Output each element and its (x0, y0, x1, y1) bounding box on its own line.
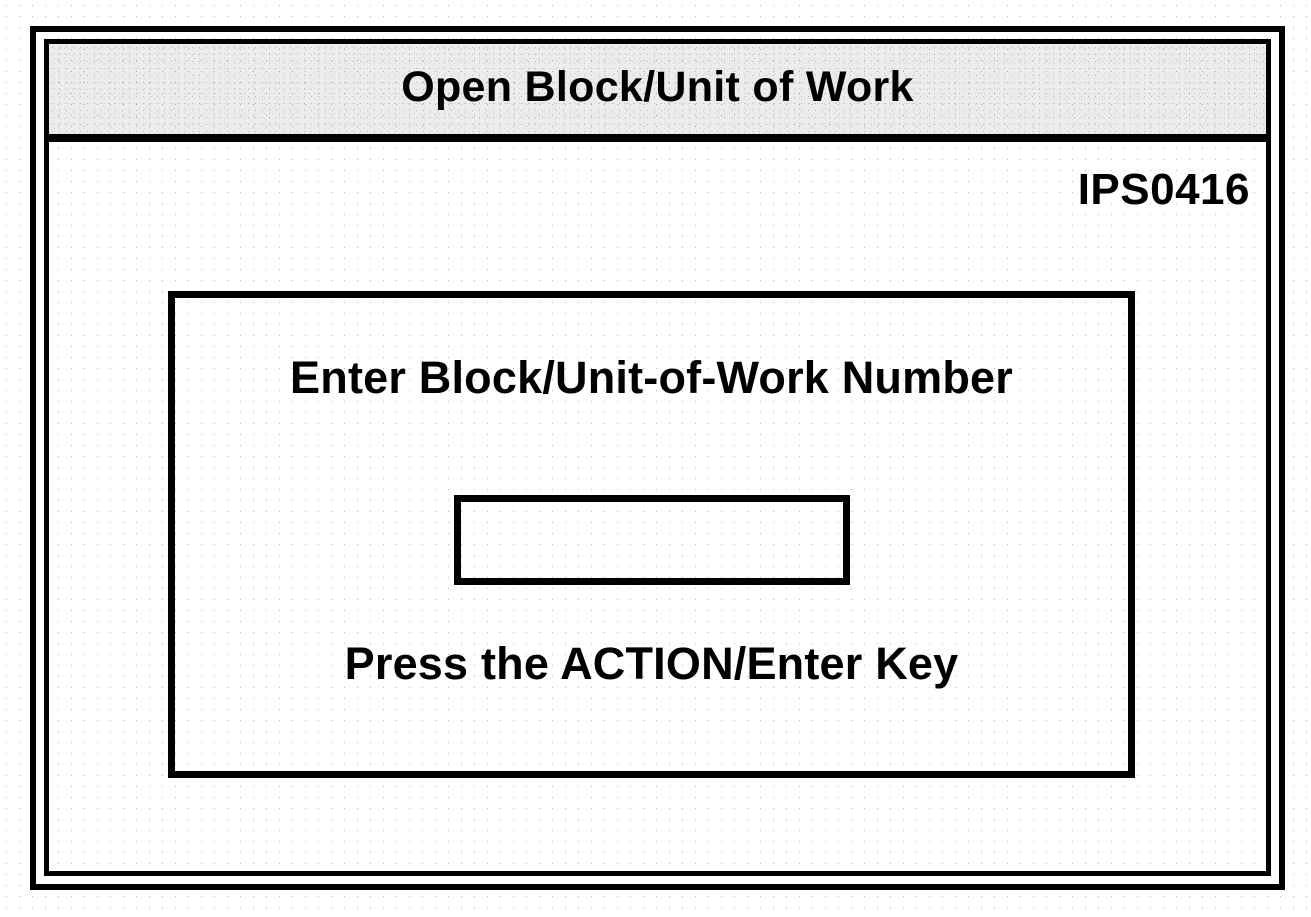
outer-frame-border: Open Block/Unit of Work IPS0416 Enter Bl… (30, 26, 1285, 890)
window-title: Open Block/Unit of Work (401, 62, 914, 111)
screen-id-label: IPS0416 (1077, 165, 1250, 214)
entry-prompt-label: Enter Block/Unit-of-Work Number (290, 352, 1013, 403)
inner-frame-border: Open Block/Unit of Work IPS0416 Enter Bl… (44, 39, 1271, 876)
window-title-bar: Open Block/Unit of Work (49, 44, 1266, 142)
block-unit-of-work-input[interactable] (453, 495, 850, 585)
action-key-instruction-label: Press the ACTION/Enter Key (344, 638, 959, 689)
entry-panel: Enter Block/Unit-of-Work Number Press th… (168, 291, 1135, 778)
screen-body: IPS0416 Enter Block/Unit-of-Work Number … (49, 150, 1266, 871)
